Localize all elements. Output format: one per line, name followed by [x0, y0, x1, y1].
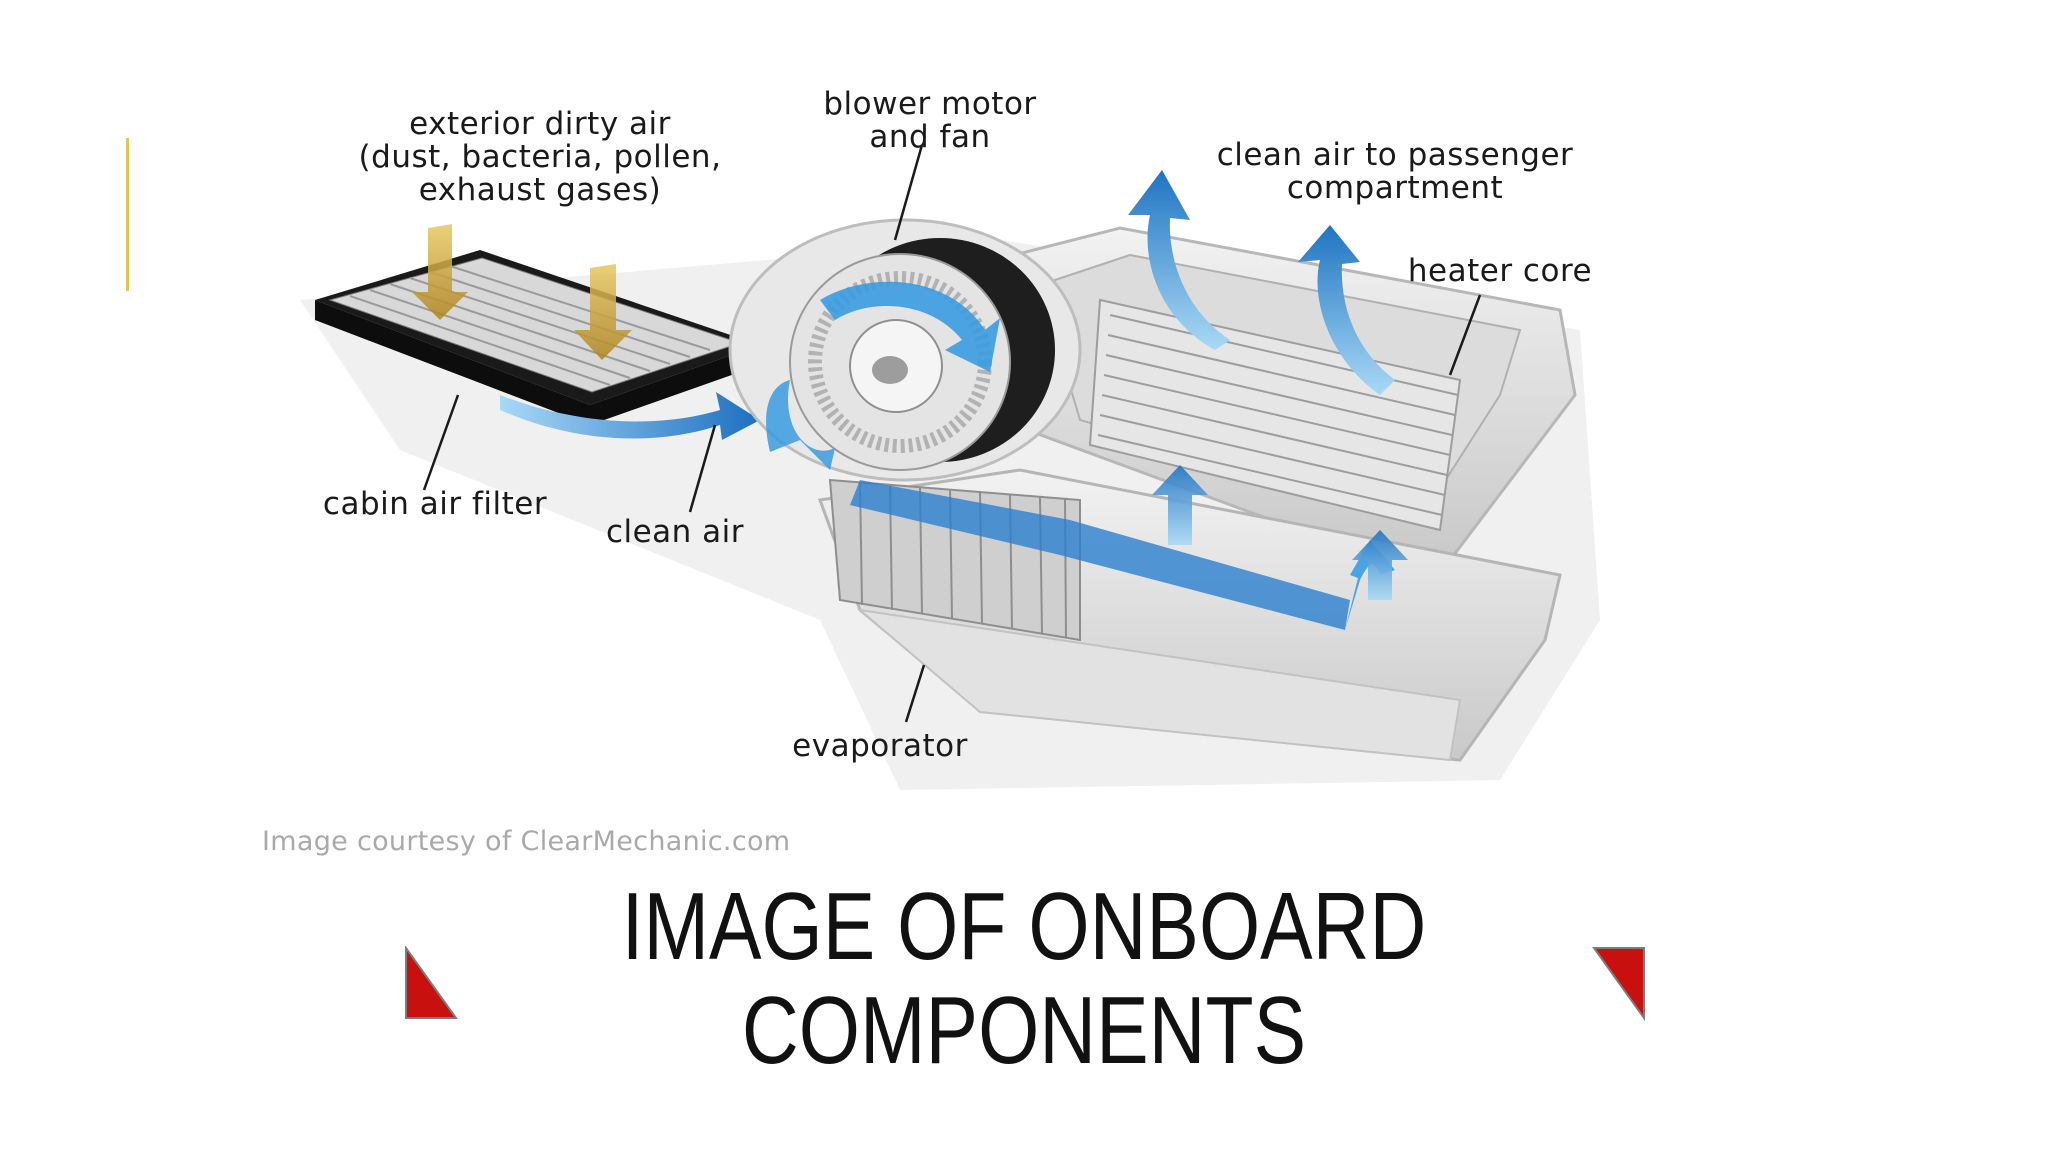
title-line-2: COMPONENTS — [741, 977, 1307, 1084]
heater-core — [1088, 298, 1462, 532]
slide-title: IMAGE OF ONBOARD COMPONENTS — [529, 875, 1520, 1083]
accent-line — [126, 138, 129, 291]
passenger-air-arrows — [1128, 170, 1395, 395]
label-heater-core: heater core — [1407, 253, 1593, 289]
label-evaporator: evaporator — [792, 728, 968, 764]
blower-motor-fan — [728, 218, 1082, 482]
label-blower-motor-fan: blower motor and fan — [823, 86, 1037, 155]
leader-lines — [422, 144, 1482, 723]
label-clean-air: clean air — [605, 514, 745, 550]
right-triangle-icon — [1592, 947, 1645, 1022]
clean-air-flow — [500, 392, 760, 440]
dirty-air-arrows — [412, 224, 632, 360]
label-cabin-air-filter: cabin air filter — [322, 486, 548, 522]
label-clean-air-passenger: clean air to passenger compartment — [1216, 137, 1574, 206]
left-triangle-icon — [405, 946, 458, 1019]
image-credit: Image courtesy of ClearMechanic.com — [262, 826, 791, 857]
hvac-diagram — [300, 144, 1600, 790]
label-exterior-dirty-air: exterior dirty air (dust, bacteria, poll… — [358, 106, 722, 208]
title-line-1: IMAGE OF ONBOARD — [621, 873, 1427, 980]
up-arrows — [1152, 465, 1408, 600]
